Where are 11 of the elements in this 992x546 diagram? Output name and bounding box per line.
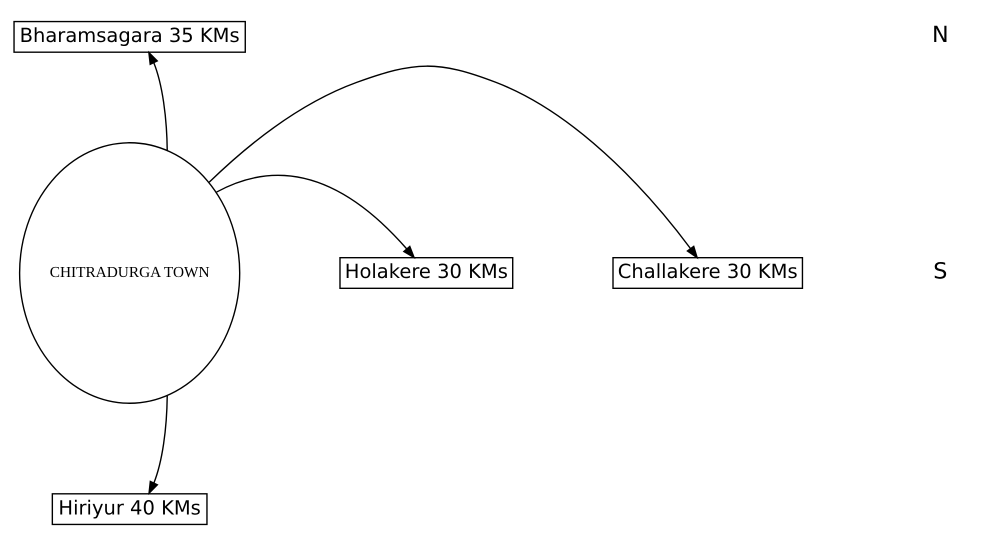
node-box: Hiriyur 40 KMs: [52, 493, 208, 526]
arrow: [216, 174, 416, 260]
label: N: [932, 22, 949, 48]
node-box: Bharamsagara 35 KMs: [13, 20, 246, 53]
label: S: [933, 258, 948, 284]
node-box: Holakere 30 KMs: [339, 256, 514, 290]
arrow: [148, 396, 168, 496]
node-ellipse: CHITRADURGA TOWN: [18, 142, 240, 404]
arrow: [148, 50, 168, 150]
arrow: [208, 65, 698, 260]
node-box: Challakere 30 KMs: [612, 256, 804, 290]
